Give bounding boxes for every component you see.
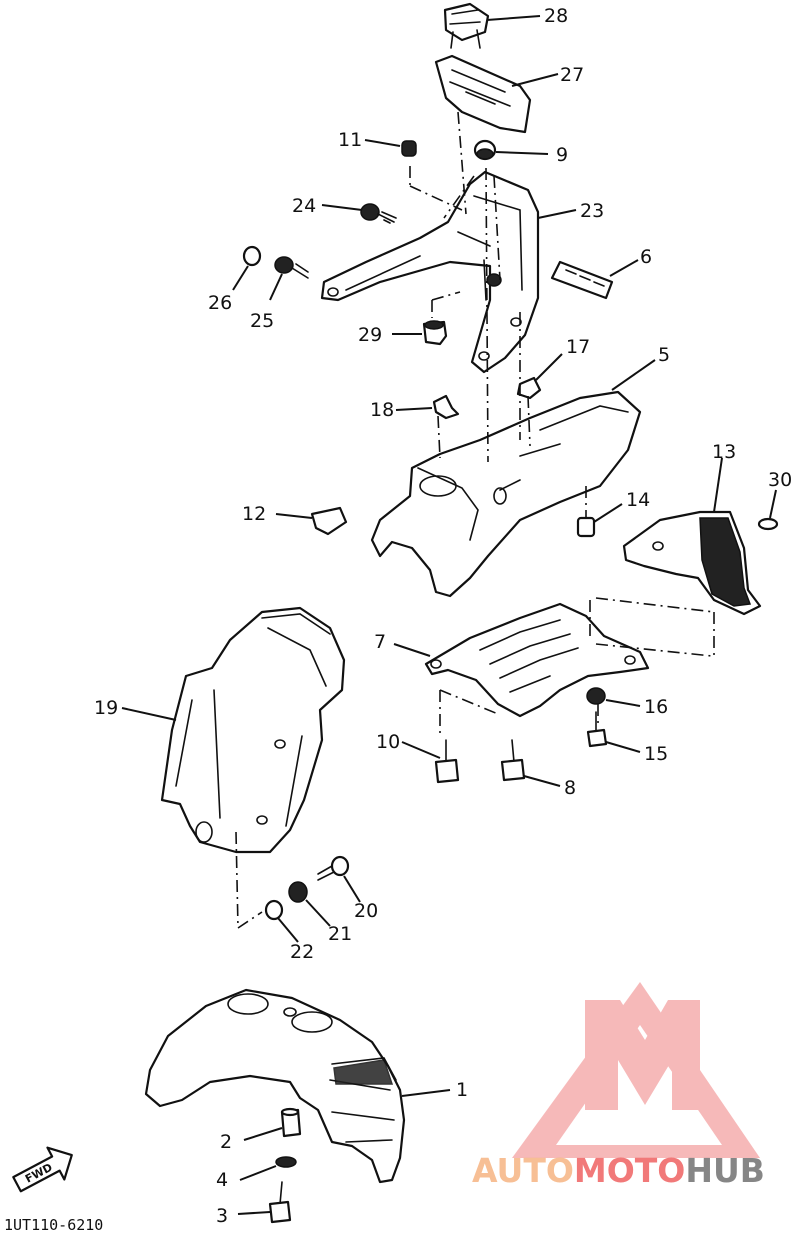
callout-23: 23 [580, 200, 604, 222]
callout-24: 24 [292, 195, 316, 217]
part-5-rear-fender [370, 359, 656, 598]
callout-8: 8 [564, 777, 576, 799]
part-11-nut [364, 139, 417, 157]
callout-12: 12 [242, 503, 266, 525]
watermark-part-3: HUB [685, 1151, 765, 1190]
callout-6: 6 [640, 246, 652, 268]
part-19-front-fender-inner [121, 606, 346, 854]
part-3-bolt [237, 1181, 292, 1224]
watermark-logo [512, 982, 760, 1158]
part-29-damper [392, 320, 448, 346]
callout-25: 25 [250, 310, 274, 332]
callout-14: 14 [626, 489, 650, 511]
callout-7: 7 [374, 631, 386, 653]
callout-19: 19 [94, 697, 118, 719]
forward-arrow: FWD [12, 1146, 73, 1193]
callout-20: 20 [354, 900, 378, 922]
callout-28: 28 [544, 5, 568, 27]
part-18-clip [395, 394, 460, 420]
callout-4: 4 [216, 1169, 228, 1191]
part-10-bolt [401, 739, 460, 784]
callout-26: 26 [208, 292, 232, 314]
part-2-collar [243, 1107, 302, 1141]
callout-9: 9 [556, 144, 568, 166]
watermark-part-1: AUTO [472, 1151, 574, 1190]
callout-labels: 28 27 11 9 24 23 6 26 25 29 17 5 18 13 3… [94, 5, 792, 1227]
part-22-washer [264, 899, 299, 943]
callout-16: 16 [644, 696, 668, 718]
part-16-nut [586, 687, 641, 707]
callout-13: 13 [712, 441, 736, 463]
callout-29: 29 [358, 324, 382, 346]
callout-5: 5 [658, 344, 670, 366]
part-8-bolt [500, 739, 561, 787]
callout-2: 2 [220, 1131, 232, 1153]
callout-27: 27 [560, 64, 584, 86]
part-23-stay [320, 170, 577, 374]
watermark-text: AUTOMOTOHUB [472, 1151, 765, 1190]
callout-15: 15 [644, 743, 668, 765]
part-7-inner-fender [393, 602, 650, 718]
part-1-front-fender [144, 988, 451, 1184]
part-24-bolt [321, 203, 397, 224]
part-21-nut [288, 881, 331, 927]
part-30-washer [757, 489, 779, 531]
part-17-clip [516, 353, 563, 400]
part-6-label [550, 259, 639, 300]
watermark-part-2: MOTO [574, 1151, 685, 1190]
assembly-lines [235, 111, 715, 929]
part-15-screw [586, 711, 641, 753]
part-20-bolt [317, 855, 361, 903]
callout-30: 30 [768, 469, 792, 491]
callout-22: 22 [290, 941, 314, 963]
figure-code: 1UT110-6210 [4, 1216, 103, 1234]
callout-11: 11 [338, 129, 362, 151]
callout-18: 18 [370, 399, 394, 421]
part-9-grommet [473, 139, 549, 161]
part-4-washer [239, 1156, 297, 1181]
part-12-reflector [275, 506, 348, 536]
callout-3: 3 [216, 1205, 228, 1227]
part-13-mudflap [622, 457, 762, 616]
callout-17: 17 [566, 336, 590, 358]
part-27-plate [434, 54, 559, 134]
callout-10: 10 [376, 731, 400, 753]
part-14-nut [576, 503, 623, 538]
part-25-bolt [269, 256, 309, 301]
part-28-bracket [443, 2, 541, 49]
callout-21: 21 [328, 923, 352, 945]
callout-1: 1 [456, 1079, 468, 1101]
part-26-grommet [232, 245, 262, 291]
